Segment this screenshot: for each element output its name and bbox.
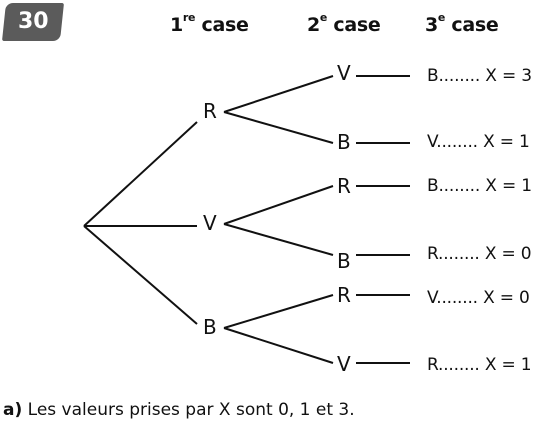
outcome-4: R........ X = 0	[427, 244, 532, 264]
branch-B-R	[223, 294, 334, 329]
node-second-B-1: B	[337, 130, 351, 154]
branch-B-V	[223, 327, 334, 364]
branch-R-B	[223, 111, 334, 144]
header-first-case: 1re case	[170, 11, 249, 36]
outcome-1: B........ X = 3	[427, 66, 532, 86]
node-first-R: R	[203, 99, 217, 123]
node-second-R-1: R	[337, 174, 351, 198]
branch-root-R	[83, 121, 198, 227]
node-second-V-1: V	[337, 61, 351, 85]
node-second-V-2: V	[337, 352, 351, 376]
node-first-B: B	[203, 315, 217, 339]
branch-V-R	[223, 185, 334, 225]
outcome-3: B........ X = 1	[427, 176, 532, 196]
header-second-case: 2e case	[307, 11, 381, 36]
branch-R-V	[223, 75, 334, 113]
answer-label: a)	[3, 400, 23, 420]
outcome-5: V........ X = 0	[427, 288, 530, 308]
node-second-R-2: R	[337, 283, 351, 307]
branch-root-B	[83, 225, 198, 325]
node-first-V: V	[203, 211, 217, 235]
outcome-6: R........ X = 1	[427, 355, 532, 375]
answer-text: Les valeurs prises par X sont 0, 1 et 3.	[22, 400, 355, 420]
header-third-case: 3e case	[425, 11, 499, 36]
outcome-2: V........ X = 1	[427, 132, 530, 152]
branch-V-B	[223, 223, 334, 256]
answer-line: a) Les valeurs prises par X sont 0, 1 et…	[3, 400, 355, 420]
node-second-B-2: B	[337, 249, 351, 273]
